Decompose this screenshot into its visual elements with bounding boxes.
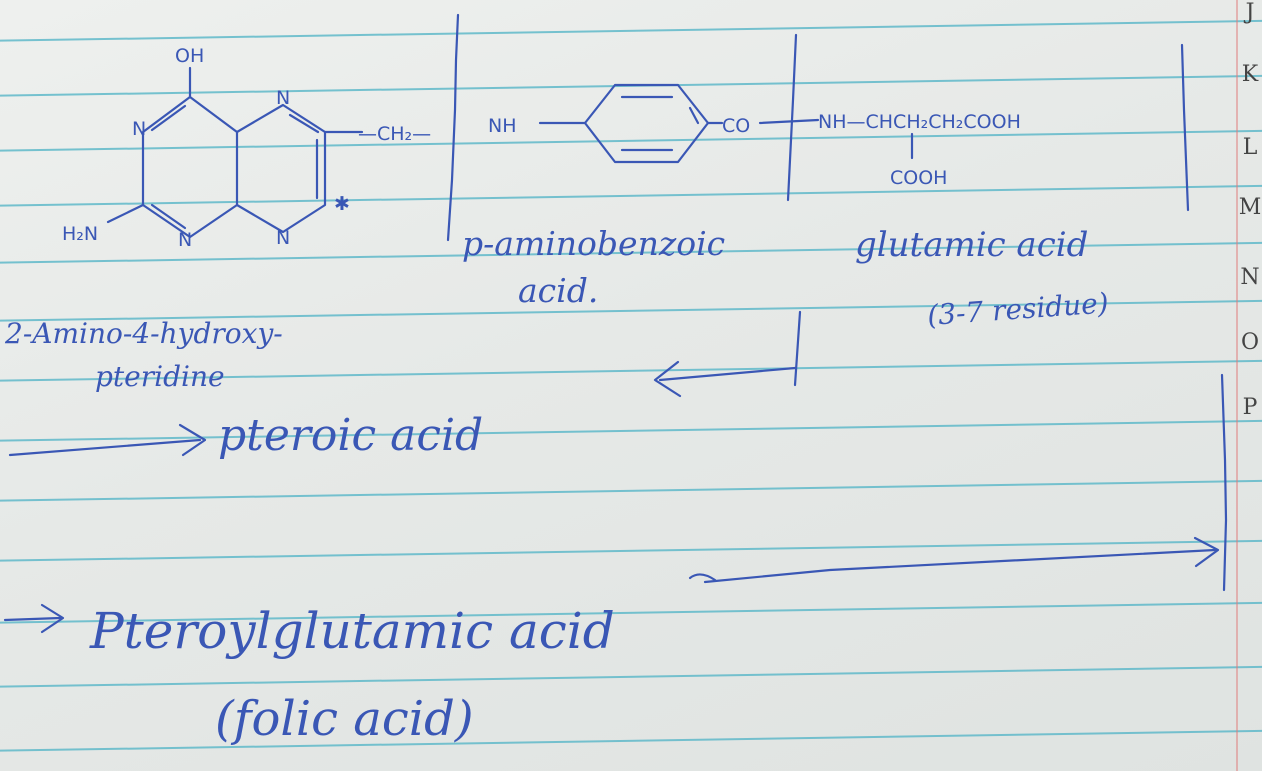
pteridine-ring: ✱ OH N N N N H₂N: [62, 45, 364, 251]
double-bond: [150, 104, 187, 132]
oh-label: OH: [175, 45, 204, 67]
pteridine-left-ring: [141, 95, 239, 239]
pteroylglutamic-label: Pteroylglutamic acid: [89, 602, 615, 660]
glutamic-label-line1: glutamic acid: [855, 225, 1088, 265]
edge-letter: P: [1242, 395, 1258, 420]
nh2-bond: [106, 203, 145, 224]
pteroic-arrow-head: [178, 423, 207, 457]
long-arrow-tail: [688, 573, 717, 582]
double-bond: [688, 106, 700, 125]
edge-letter: J: [1245, 0, 1255, 25]
paba-arrow-line: [658, 366, 797, 382]
nh-label: NH: [488, 115, 517, 137]
co-label: CO: [722, 115, 750, 137]
double-bond: [288, 113, 320, 134]
paba-label-line1: p-aminobenzoic: [462, 224, 725, 263]
long-arrow-head: [1193, 536, 1220, 568]
amide-bond: [758, 118, 820, 125]
edge-letter: M: [1238, 195, 1262, 220]
pteridine-label-line1: 2-Amino-4-hydroxy-: [4, 317, 283, 350]
edge-letter: O: [1240, 330, 1260, 355]
glutamic-label-line2: (3-7 residue): [926, 286, 1110, 332]
divider-line: [446, 13, 460, 242]
folic-acid-label: (folic acid): [215, 691, 474, 747]
pteroylglutamic-arrow-line: [3, 616, 62, 622]
glutamate-cooh: COOH: [890, 167, 947, 189]
long-arrow-line: [703, 548, 1217, 584]
glutamate-bracket: [1180, 43, 1190, 212]
right-bracket: [1220, 373, 1228, 592]
edge-letter: K: [1241, 62, 1259, 87]
nh2-label: H₂N: [62, 223, 98, 245]
edge-letter: L: [1242, 135, 1258, 160]
edge-letter: N: [1240, 265, 1260, 290]
amide-divider: [786, 33, 798, 202]
benzene-ring: [583, 83, 710, 164]
margin-line: [1236, 0, 1238, 771]
pteridine-label-line2: pteridine: [95, 360, 225, 393]
n3-label: N: [178, 229, 192, 251]
glutamate-chain: NH—CHCH₂CH₂COOH: [818, 111, 1021, 133]
mark-glyph: ✱: [334, 193, 350, 215]
n1-label: N: [132, 118, 146, 140]
pteroic-label: pteroic acid: [218, 410, 483, 461]
n5-label: N: [276, 87, 290, 109]
paba-label-line2: acid.: [518, 271, 598, 310]
n8-label: N: [276, 227, 290, 249]
pteroic-arrow-line: [8, 438, 202, 457]
pteridine-right-ring: [235, 103, 327, 234]
pteroylglutamic-arrow-head: [40, 603, 65, 634]
paba-tick: [793, 310, 802, 387]
paba-arrow-head: [653, 360, 682, 398]
double-bond: [150, 203, 187, 230]
ch2-linker: —CH₂—: [358, 123, 431, 145]
